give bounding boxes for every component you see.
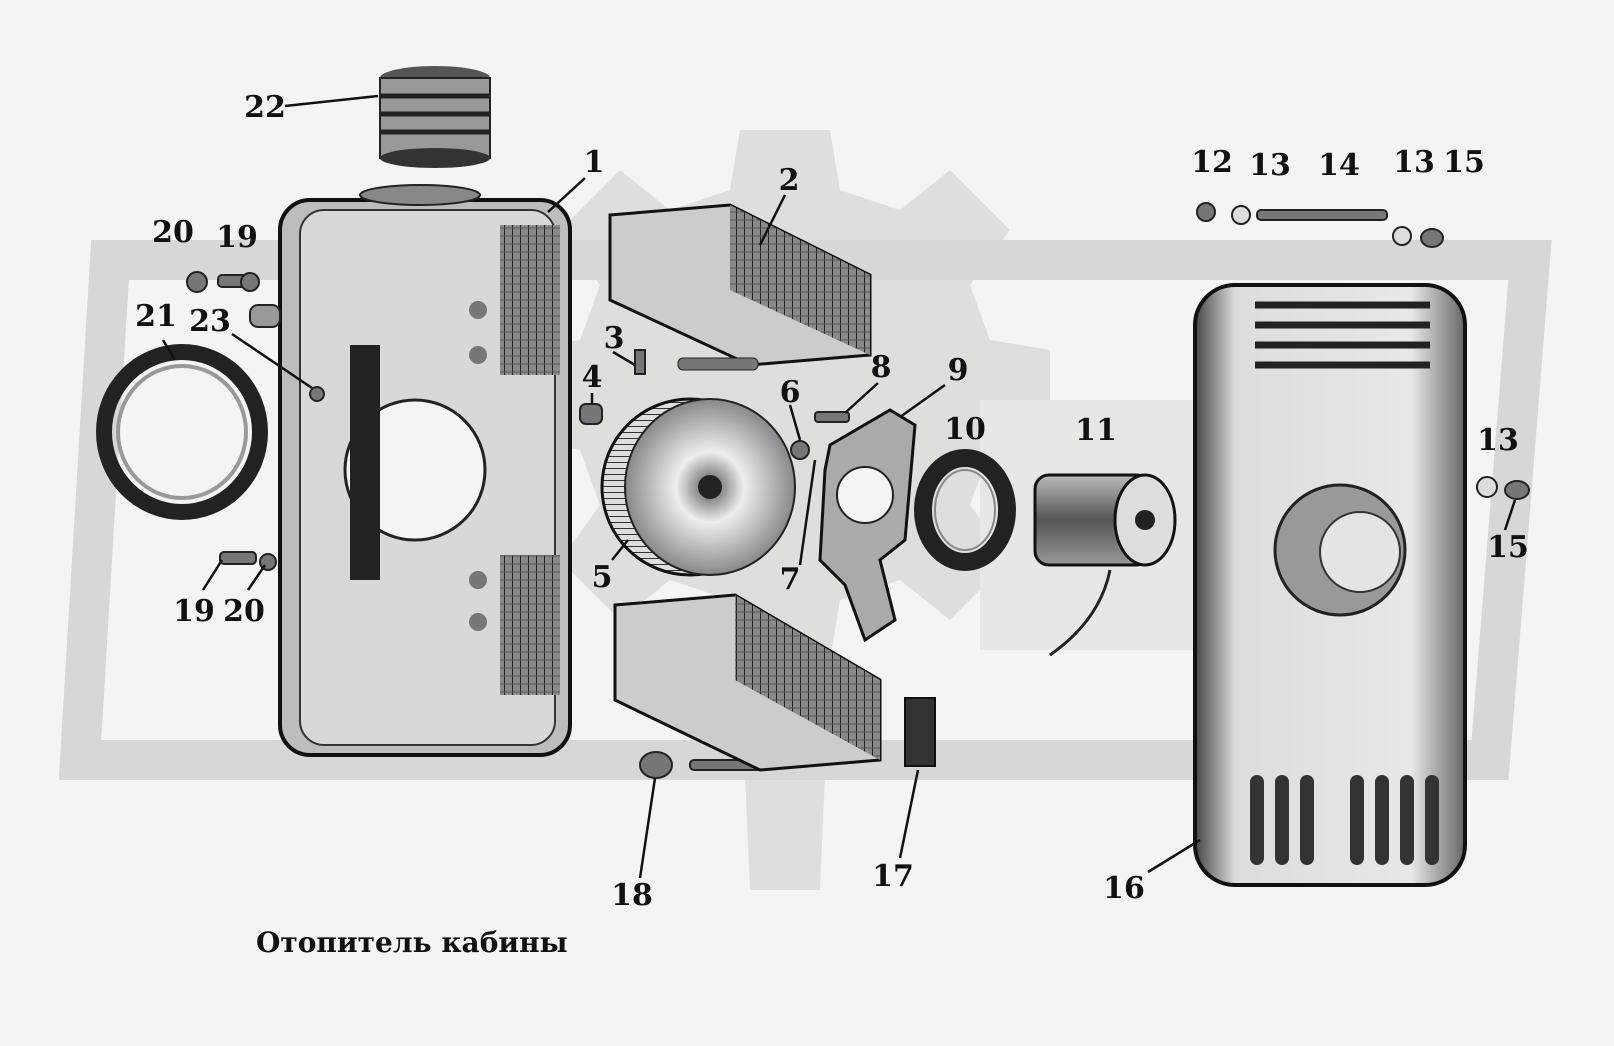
- callout-17: 17: [872, 859, 914, 894]
- callout-20-top: 20: [152, 215, 194, 250]
- part-2-radiator-upper: [608, 203, 872, 371]
- callout-15-b: 15: [1487, 530, 1529, 565]
- callout-9: 9: [948, 353, 969, 388]
- callout-4: 4: [582, 360, 603, 395]
- part-1-housing: [249, 184, 572, 757]
- callout-10: 10: [944, 412, 986, 447]
- callout-13-c: 13: [1477, 423, 1519, 458]
- callout-8: 8: [871, 350, 892, 385]
- callout-22: 22: [244, 90, 286, 125]
- callout-layer: 22 1 2 20 19 21 23 3 4 5 6 7 8 9 10 11 1…: [135, 90, 1529, 913]
- leader-lines: [161, 94, 1517, 879]
- callout-19-bottom: 19: [173, 594, 215, 629]
- part-5-fan: [600, 397, 796, 577]
- callout-6: 6: [780, 375, 801, 410]
- callout-11: 11: [1075, 413, 1117, 448]
- callout-3: 3: [604, 321, 625, 356]
- callout-18: 18: [611, 878, 653, 913]
- part-11-motor: [1033, 473, 1177, 657]
- part-9-bracket: [818, 408, 917, 643]
- part-17-plate: [904, 697, 936, 767]
- callout-13-b: 13: [1393, 145, 1435, 180]
- callout-20-bottom: 20: [223, 594, 265, 629]
- callout-16: 16: [1103, 871, 1145, 906]
- callout-19-top: 19: [216, 220, 258, 255]
- part-16-cover: [1193, 283, 1467, 887]
- callout-13-a: 13: [1249, 148, 1291, 183]
- callout-2: 2: [779, 163, 800, 198]
- callout-12: 12: [1191, 145, 1233, 180]
- part-22-bellows: [379, 66, 491, 168]
- callout-15-a: 15: [1443, 145, 1485, 180]
- callout-21: 21: [135, 299, 177, 334]
- callout-1: 1: [584, 145, 605, 180]
- callout-5: 5: [592, 560, 613, 595]
- callout-7: 7: [780, 562, 801, 597]
- diagram-caption: Отопитель кабины: [256, 926, 568, 959]
- callout-14: 14: [1318, 148, 1360, 183]
- part-18-radiator-lower: [613, 593, 882, 772]
- part-21-ring: [96, 344, 268, 520]
- part-10-gasket: [914, 449, 1016, 571]
- callout-23: 23: [189, 304, 231, 339]
